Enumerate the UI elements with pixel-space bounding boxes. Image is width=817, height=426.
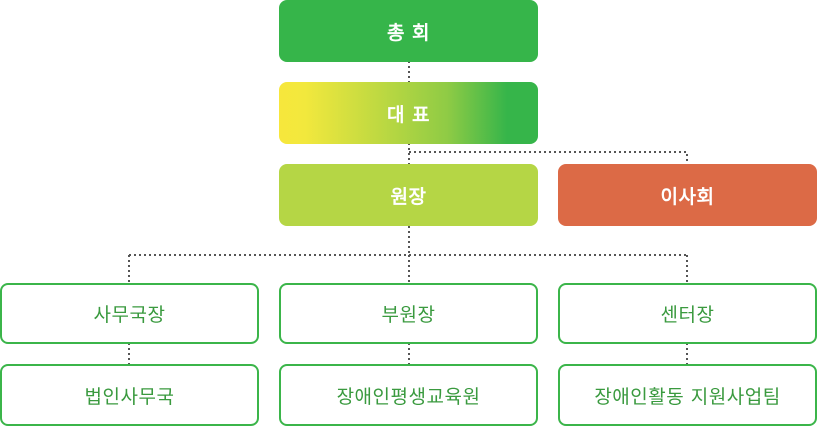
- secretary-general-label: 사무국장: [93, 304, 166, 326]
- general-assembly-box: 총 회: [279, 0, 538, 62]
- corporate-office-label: 법인사무국: [84, 385, 175, 408]
- support-team-label: 장애인활동 지원사업팀: [594, 385, 781, 408]
- board-box: 이사회: [558, 164, 817, 226]
- center-head-label: 센터장: [660, 304, 715, 326]
- center-head-box: 센터장: [558, 283, 817, 344]
- connector-representative-board: [409, 151, 688, 165]
- corporate-office-box: 법인사무국: [0, 364, 259, 426]
- director-label: 원장: [390, 185, 427, 208]
- board-label: 이사회: [660, 185, 715, 208]
- representative-label: 대 표: [386, 103, 431, 126]
- general-assembly-label: 총 회: [386, 21, 431, 44]
- education-center-box: 장애인평생교육원: [279, 364, 538, 426]
- education-center-label: 장애인평생교육원: [336, 385, 481, 408]
- vice-director-box: 부원장: [279, 283, 538, 344]
- secretary-general-box: 사무국장: [0, 283, 259, 344]
- representative-box: 대 표: [279, 82, 538, 144]
- director-box: 원장: [279, 164, 538, 226]
- support-team-box: 장애인활동 지원사업팀: [558, 364, 817, 426]
- vice-director-label: 부원장: [381, 304, 436, 326]
